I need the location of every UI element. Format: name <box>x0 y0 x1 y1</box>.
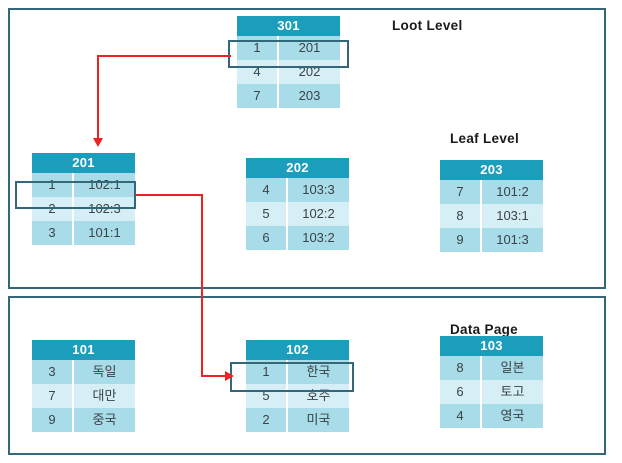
node-202-row-2-value: 102:2 <box>302 206 335 221</box>
data-page-label: Data Page <box>450 322 518 337</box>
node-202[interactable]: 202 4 103:3 5 102:2 6 103:2 <box>246 158 349 250</box>
node-301-row-3-key: 7 <box>237 84 279 108</box>
node-102-row-2-key: 5 <box>246 384 288 408</box>
node-201-row-1[interactable]: 1 102:1 <box>32 173 135 197</box>
highlight-box-node-301-row-1 <box>228 40 349 68</box>
node-203-row-1-value: 101:2 <box>496 184 529 199</box>
node-301-row-3[interactable]: 7 203 <box>237 84 340 108</box>
arrowhead-201-to-102-icon <box>225 371 234 381</box>
node-203-row-2[interactable]: 8 103:1 <box>440 204 543 228</box>
node-201-row-3-key: 3 <box>32 221 74 245</box>
node-301-row-3-value: 203 <box>298 88 321 103</box>
node-103-row-1[interactable]: 8 일본 <box>440 356 543 380</box>
node-101-row-3-key: 9 <box>32 408 74 432</box>
connector-201-to-102-vertical <box>201 194 203 376</box>
node-203-header: 203 <box>440 160 543 180</box>
node-202-row-1-value: 103:3 <box>302 182 335 197</box>
node-101-row-3-value: 중국 <box>92 412 117 427</box>
node-101-row-1[interactable]: 3 독일 <box>32 360 135 384</box>
connector-root-to-201-vertical <box>97 55 99 139</box>
node-101-row-1-key: 3 <box>32 360 74 384</box>
node-102-row-3[interactable]: 2 미국 <box>246 408 349 432</box>
node-102-row-1-key: 1 <box>246 360 288 384</box>
node-101-row-2-value: 대만 <box>92 388 117 403</box>
node-101-row-2[interactable]: 7 대만 <box>32 384 135 408</box>
node-202-row-1-key: 4 <box>246 178 288 202</box>
node-301-row-2-key: 4 <box>237 60 279 84</box>
connector-root-to-201-horizontal <box>97 55 231 57</box>
node-202-row-2-key: 5 <box>246 202 288 226</box>
node-202-row-3[interactable]: 6 103:2 <box>246 226 349 250</box>
node-101-row-3[interactable]: 9 중국 <box>32 408 135 432</box>
node-301[interactable]: 301 1 201 4 202 7 203 <box>237 16 340 108</box>
node-102-row-3-value: 미국 <box>306 412 331 427</box>
node-102-header: 102 <box>246 340 349 360</box>
root-level-label: Loot Level <box>392 18 463 33</box>
node-103[interactable]: 103 8 일본 6 토고 4 영국 <box>440 336 543 428</box>
node-202-row-2[interactable]: 5 102:2 <box>246 202 349 226</box>
node-301-row-1-value: 201 <box>298 40 321 55</box>
node-203-row-3-key: 9 <box>440 228 482 252</box>
connector-201-to-102-horizontal-bottom <box>201 375 227 377</box>
node-201-row-2[interactable]: 2 102:3 <box>32 197 135 221</box>
node-301-row-1-key: 1 <box>237 36 279 60</box>
highlight-box-node-102-row-1 <box>230 362 354 392</box>
node-101-row-2-key: 7 <box>32 384 74 408</box>
node-103-row-2[interactable]: 6 토고 <box>440 380 543 404</box>
node-202-row-3-value: 103:2 <box>302 230 335 245</box>
node-103-row-3-key: 4 <box>440 404 482 428</box>
node-103-header: 103 <box>440 336 543 356</box>
node-102-row-1-value: 한국 <box>306 364 331 379</box>
node-201-row-1-value: 102:1 <box>88 177 121 192</box>
node-102-row-1[interactable]: 1 한국 <box>246 360 349 384</box>
node-202-row-1[interactable]: 4 103:3 <box>246 178 349 202</box>
node-202-row-3-key: 6 <box>246 226 288 250</box>
node-103-row-3-value: 영국 <box>500 408 525 423</box>
node-103-row-2-key: 6 <box>440 380 482 404</box>
node-201-row-3-value: 101:1 <box>88 225 121 240</box>
node-102-row-3-key: 2 <box>246 408 288 432</box>
node-203-row-2-value: 103:1 <box>496 208 529 223</box>
node-203-row-1[interactable]: 7 101:2 <box>440 180 543 204</box>
connector-201-to-102-horizontal-top <box>136 194 203 196</box>
node-103-row-3[interactable]: 4 영국 <box>440 404 543 428</box>
node-203[interactable]: 203 7 101:2 8 103:1 9 101:3 <box>440 160 543 252</box>
node-101[interactable]: 101 3 독일 7 대만 9 중국 <box>32 340 135 432</box>
node-101-header: 101 <box>32 340 135 360</box>
node-201-row-3[interactable]: 3 101:1 <box>32 221 135 245</box>
node-103-row-1-key: 8 <box>440 356 482 380</box>
leaf-level-label: Leaf Level <box>450 131 520 146</box>
node-101-row-1-value: 독일 <box>92 364 117 379</box>
node-202-header: 202 <box>246 158 349 178</box>
node-201-row-1-key: 1 <box>32 173 74 197</box>
arrowhead-root-to-201-icon <box>93 138 103 147</box>
node-203-row-3-value: 101:3 <box>496 232 529 247</box>
highlight-box-node-201-row-1 <box>15 181 136 209</box>
node-203-row-1-key: 7 <box>440 180 482 204</box>
node-103-row-2-value: 토고 <box>500 384 525 399</box>
node-301-header: 301 <box>237 16 340 36</box>
node-103-row-1-value: 일본 <box>500 360 525 375</box>
node-201[interactable]: 201 1 102:1 2 102:3 3 101:1 <box>32 153 135 245</box>
node-201-header: 201 <box>32 153 135 173</box>
node-203-row-3[interactable]: 9 101:3 <box>440 228 543 252</box>
node-203-row-2-key: 8 <box>440 204 482 228</box>
